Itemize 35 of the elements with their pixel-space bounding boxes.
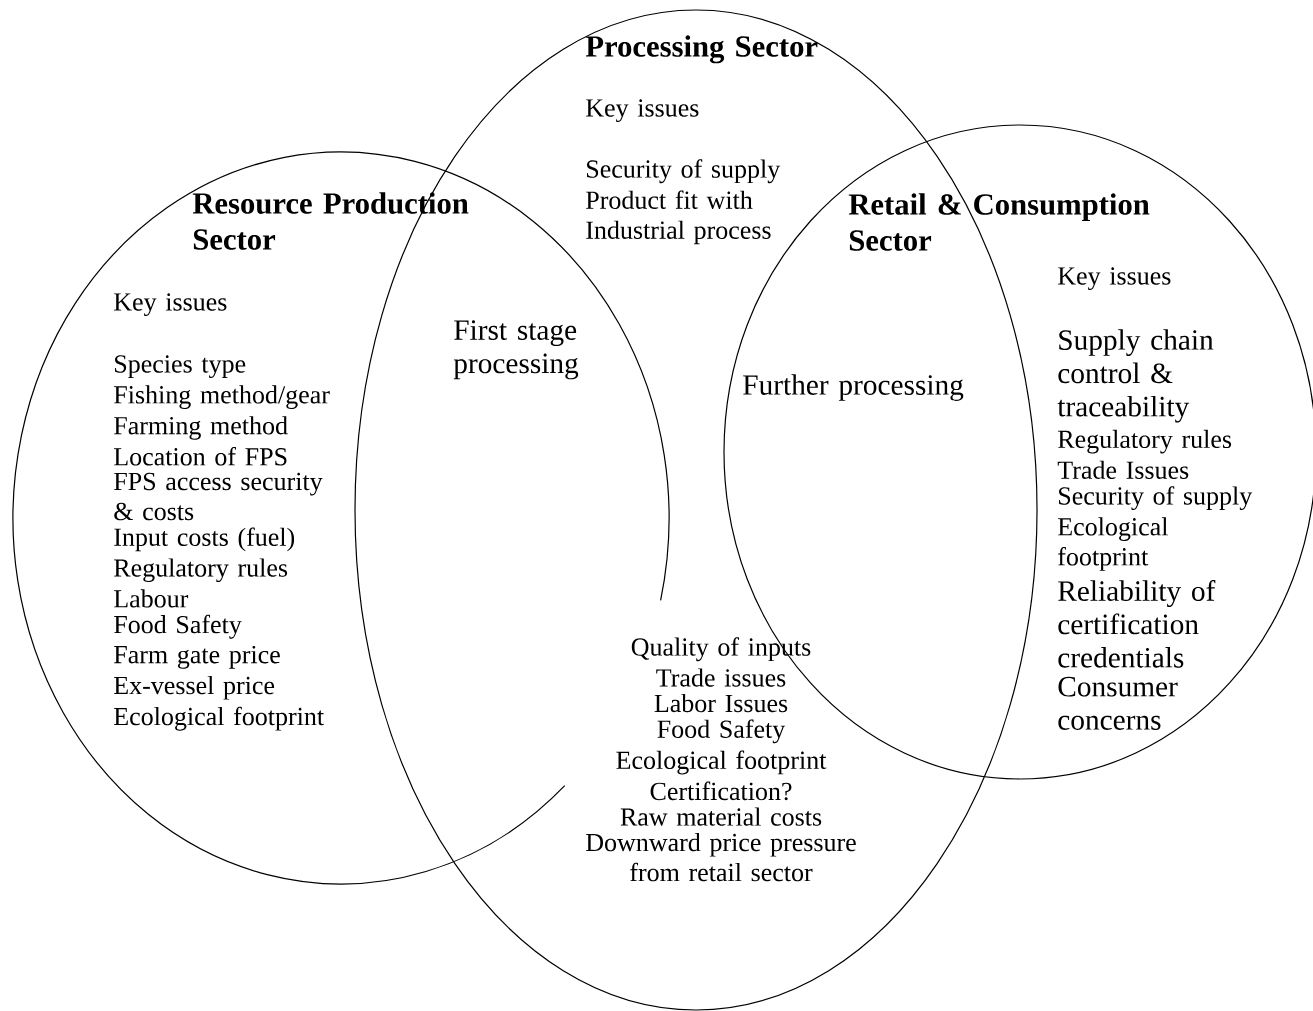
list-item: Input costs (fuel) (114, 527, 295, 552)
region-label: Further processing (743, 374, 964, 401)
list-item: Ecological footprint (1058, 517, 1168, 571)
key-issues-heading: Key issues (114, 293, 227, 317)
list-item: Product fit with Industrial process (586, 190, 771, 245)
key-issues-heading: Key issues (1058, 267, 1171, 291)
list-item: Trade issues (656, 668, 786, 687)
list-item: Ecological footprint (616, 750, 827, 775)
list-item: Ex-vessel price (114, 675, 275, 700)
list-item: Regulatory rules (1058, 429, 1232, 454)
list-item: Food Safety (114, 614, 242, 639)
list-item: Trade Issues (1057, 460, 1189, 479)
list-item: Food Safety (657, 719, 786, 744)
list-item: Farming method (114, 416, 288, 440)
list-item: Supply chain control & traceability (1057, 329, 1214, 423)
list-item: Security of supply (587, 159, 781, 184)
list-item: Ecological footprint (114, 706, 324, 731)
key-issues-heading: Key issues (586, 99, 699, 123)
list-item: Downward price pressure from retail sector (586, 833, 856, 882)
list-item: Farm gate price (114, 645, 280, 669)
list-item: FPS access security & costs (114, 472, 323, 521)
list-item: Labour (114, 589, 189, 608)
list-item: Security of supply (1059, 486, 1253, 511)
list-item: Fishing method/gear (114, 385, 330, 409)
list-item: Certification? (650, 781, 792, 801)
list-item: Reliability of certification credentials (1058, 580, 1216, 668)
sector-heading: Retail & Consumption Sector (848, 193, 1150, 251)
list-item: Labor Issues (654, 693, 788, 713)
list-item: Raw material costs (620, 807, 822, 826)
list-item: Species type (115, 355, 246, 379)
region-label: First stage processing (453, 320, 579, 380)
list-item: Regulatory rules (114, 558, 288, 583)
list-item: Location of FPS (114, 447, 287, 466)
list-item: Consumer concerns (1058, 676, 1178, 730)
sector-heading: Processing Sector (585, 35, 818, 64)
